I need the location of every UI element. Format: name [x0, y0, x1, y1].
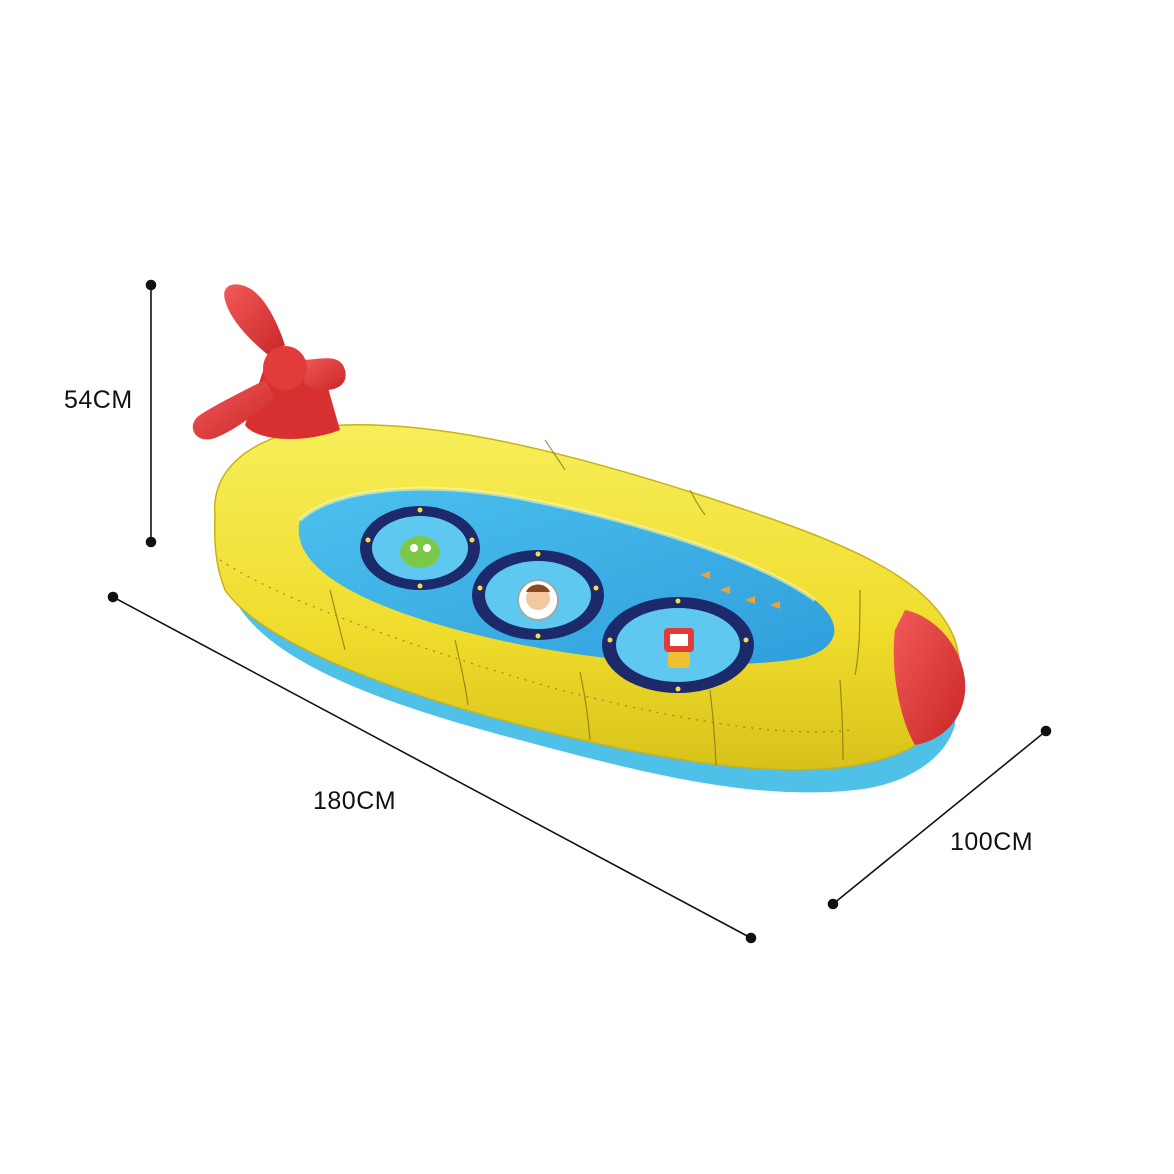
height-dimension-line — [145, 279, 157, 548]
width-dimension-line — [827, 725, 1052, 910]
width-label: 100CM — [950, 828, 1034, 856]
height-label: 54CM — [64, 386, 133, 414]
length-dimension-line — [107, 591, 757, 944]
propeller-icon — [192, 284, 346, 440]
porthole-alien-icon — [360, 506, 480, 590]
length-label: 180CM — [313, 787, 397, 815]
porthole-robot-icon — [602, 597, 754, 693]
submarine-pool-image — [192, 284, 966, 793]
porthole-astronaut-icon — [472, 550, 604, 640]
